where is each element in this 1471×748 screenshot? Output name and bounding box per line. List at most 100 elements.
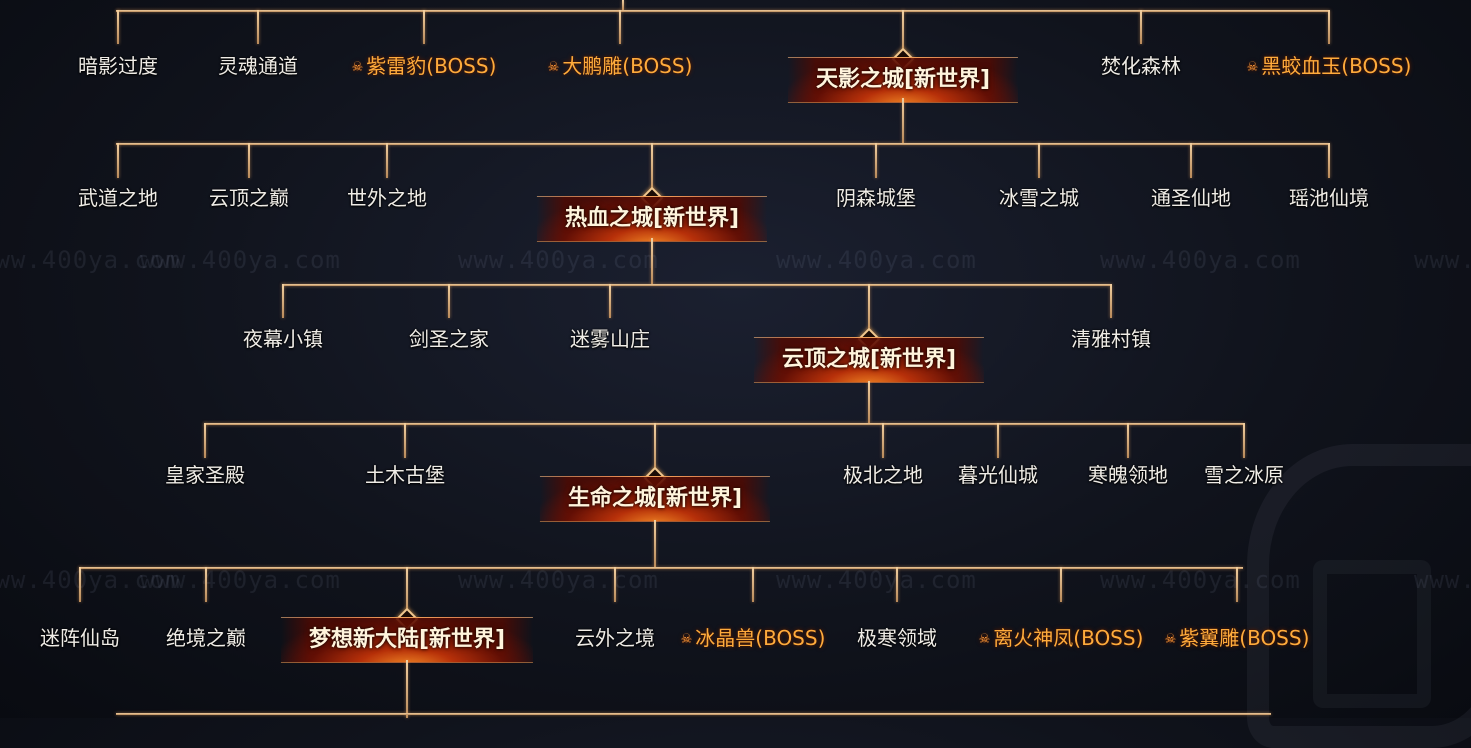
connector-child-stub (752, 567, 754, 602)
zone-name: 极寒领域 (857, 626, 937, 650)
zone-name: 黑蛟血玉(BOSS) (1261, 54, 1412, 78)
connector-hub-drop (406, 567, 408, 617)
connector-child-stub (614, 567, 616, 602)
zone-name: 寒魄领地 (1088, 463, 1168, 487)
connector-child-stub (248, 143, 250, 178)
zone-label[interactable]: 焚化森林 (1101, 54, 1181, 78)
watermark-text: www.400ya.com (1414, 566, 1471, 594)
connector-child-stub (1110, 284, 1112, 318)
zone-label[interactable]: 极寒领域 (857, 626, 937, 650)
connector-child-stub (875, 143, 877, 178)
watermark-text: www.400ya.com (1100, 246, 1301, 274)
zone-name: 云顶之巅 (209, 186, 289, 210)
zone-name: 迷雾山庄 (570, 327, 650, 351)
zone-name: 皇家圣殿 (165, 463, 245, 487)
zone-label[interactable]: 武道之地 (78, 186, 158, 210)
zone-name: 世外之地 (347, 186, 427, 210)
connector-hub-drop (902, 10, 904, 57)
boss-zone-label[interactable]: ☠离火神凤(BOSS) (979, 626, 1144, 652)
zone-name: 焚化森林 (1101, 54, 1181, 78)
zone-name: 通圣仙地 (1151, 186, 1231, 210)
watermark-text: www.400ya.com (458, 246, 659, 274)
zone-label[interactable]: 阴森城堡 (836, 186, 916, 210)
watermark-text: www.400ya.com (776, 246, 977, 274)
connector-bar (116, 713, 1271, 715)
boss-zone-label[interactable]: ☠冰晶兽(BOSS) (681, 626, 826, 652)
skull-icon: ☠ (680, 632, 693, 647)
zone-name: 大鹏雕(BOSS) (562, 54, 693, 78)
connector-child-stub (1190, 143, 1192, 178)
hub-city-2[interactable]: 热血之城[新世界] (536, 196, 768, 242)
skull-icon: ☠ (1164, 632, 1177, 647)
zone-label[interactable]: 云顶之巅 (209, 186, 289, 210)
connector-child-stub (1236, 567, 1238, 602)
zone-label[interactable]: 云外之境 (575, 626, 655, 650)
connector-stem (406, 660, 408, 718)
skull-icon: ☠ (351, 60, 364, 75)
hub-city-4[interactable]: 生命之城[新世界] (539, 476, 771, 522)
zone-label[interactable]: 皇家圣殿 (165, 463, 245, 487)
zone-label[interactable]: 夜幕小镇 (243, 327, 323, 351)
zone-label[interactable]: 迷雾山庄 (570, 327, 650, 351)
zone-label[interactable]: 雪之冰原 (1204, 463, 1284, 487)
zone-name: 灵魂通道 (218, 54, 298, 78)
hub-city-3[interactable]: 云顶之城[新世界] (753, 337, 985, 383)
zone-label[interactable]: 土木古堡 (365, 463, 445, 487)
connector-stem (902, 98, 904, 143)
zone-label[interactable]: 绝境之巅 (166, 626, 246, 650)
zone-name: 绝境之巅 (166, 626, 246, 650)
watermark-text: www.400ya.com (458, 566, 659, 594)
skull-icon: ☠ (978, 632, 991, 647)
zone-label[interactable]: 迷阵仙岛 (40, 626, 120, 650)
zone-label[interactable]: 冰雪之城 (999, 186, 1079, 210)
zone-label[interactable]: 暮光仙城 (958, 463, 1038, 487)
connector-child-stub (1328, 143, 1330, 178)
zone-label[interactable]: 瑶池仙境 (1289, 186, 1369, 210)
connector-child-stub (619, 10, 621, 44)
connector-hub-drop (868, 284, 870, 337)
zone-label[interactable]: 剑圣之家 (409, 327, 489, 351)
zone-name: 迷阵仙岛 (40, 626, 120, 650)
connector-child-stub (1243, 423, 1245, 458)
connector-child-stub (1038, 143, 1040, 178)
zone-name: 武道之地 (78, 186, 158, 210)
skull-icon: ☠ (547, 60, 560, 75)
connector-child-stub (257, 10, 259, 44)
connector-child-stub (1060, 567, 1062, 602)
connector-stem (651, 238, 653, 284)
connector-child-stub (1140, 10, 1142, 44)
boss-zone-label[interactable]: ☠紫雷豹(BOSS) (352, 54, 497, 80)
boss-zone-label[interactable]: ☠大鹏雕(BOSS) (548, 54, 693, 80)
zone-label[interactable]: 暗影过度 (78, 54, 158, 78)
zone-label[interactable]: 清雅村镇 (1071, 327, 1151, 351)
watermark-text: www.400ya.com (0, 246, 181, 274)
zone-name: 冰雪之城 (999, 186, 1079, 210)
corner-ornament-inner (1313, 560, 1431, 708)
zone-name: 土木古堡 (365, 463, 445, 487)
connector-bar (204, 423, 1243, 425)
connector-stem (622, 0, 624, 10)
hub-city-1[interactable]: 天影之城[新世界] (787, 57, 1019, 103)
connector-stem (868, 381, 870, 423)
boss-zone-label[interactable]: ☠黑蛟血玉(BOSS) (1247, 54, 1412, 80)
boss-zone-label[interactable]: ☠紫翼雕(BOSS) (1165, 626, 1310, 652)
connector-child-stub (896, 567, 898, 602)
connector-bar (116, 143, 1328, 145)
zone-name: 夜幕小镇 (243, 327, 323, 351)
zone-label[interactable]: 寒魄领地 (1088, 463, 1168, 487)
skull-icon: ☠ (1246, 60, 1259, 75)
hub-city-5[interactable]: 梦想新大陆[新世界] (280, 617, 534, 663)
zone-label[interactable]: 世外之地 (347, 186, 427, 210)
connector-child-stub (386, 143, 388, 178)
watermark-text: www.400ya.com (140, 566, 341, 594)
watermark-text: www.400ya.com (1414, 246, 1471, 274)
zone-label[interactable]: 极北之地 (843, 463, 923, 487)
watermark-text: www.400ya.com (0, 566, 181, 594)
zone-name: 雪之冰原 (1204, 463, 1284, 487)
connector-child-stub (423, 10, 425, 44)
zone-label[interactable]: 通圣仙地 (1151, 186, 1231, 210)
connector-bar (79, 567, 1243, 569)
connector-bar (116, 10, 1328, 12)
zone-name: 离火神凤(BOSS) (993, 626, 1144, 650)
zone-label[interactable]: 灵魂通道 (218, 54, 298, 78)
